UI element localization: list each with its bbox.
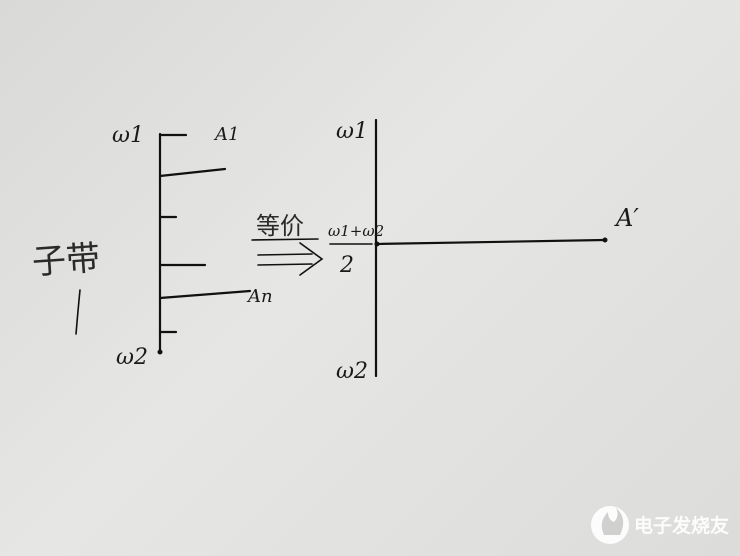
subband-label-stroke [75, 289, 81, 335]
equivalence-label: 等价 [256, 212, 304, 240]
arrow-shaft-top [257, 253, 313, 256]
watermark: 电子发烧友 [591, 506, 729, 544]
an-label: An [246, 286, 273, 307]
equivalent-line [374, 238, 606, 246]
center-frequency-numerator: ω1+ω2 [328, 222, 384, 240]
center-frequency-denominator: 2 [339, 253, 354, 278]
spectral-line-2 [158, 167, 227, 178]
right-omega1-label: ω1 [336, 119, 368, 144]
equivalent-line-end-dot [602, 237, 608, 243]
left-band-bottom-dot [157, 349, 163, 355]
a-prime-label: A′ [614, 204, 639, 232]
a1-label: A1 [213, 124, 239, 145]
right-omega2-label: ω2 [336, 359, 368, 384]
subband-label: 子带 [31, 238, 102, 283]
equivalence-underline [251, 238, 319, 241]
spectral-line-an [158, 289, 252, 300]
left-omega2-label: ω2 [116, 345, 148, 370]
equivalent-line-start-dot [374, 241, 380, 247]
watermark-text: 电子发烧友 [634, 514, 729, 537]
arrow-head-icon [299, 242, 324, 276]
flame-icon-inner [601, 508, 624, 535]
arrow-shaft-bottom [257, 263, 313, 266]
left-omega1-label: ω1 [112, 123, 144, 148]
